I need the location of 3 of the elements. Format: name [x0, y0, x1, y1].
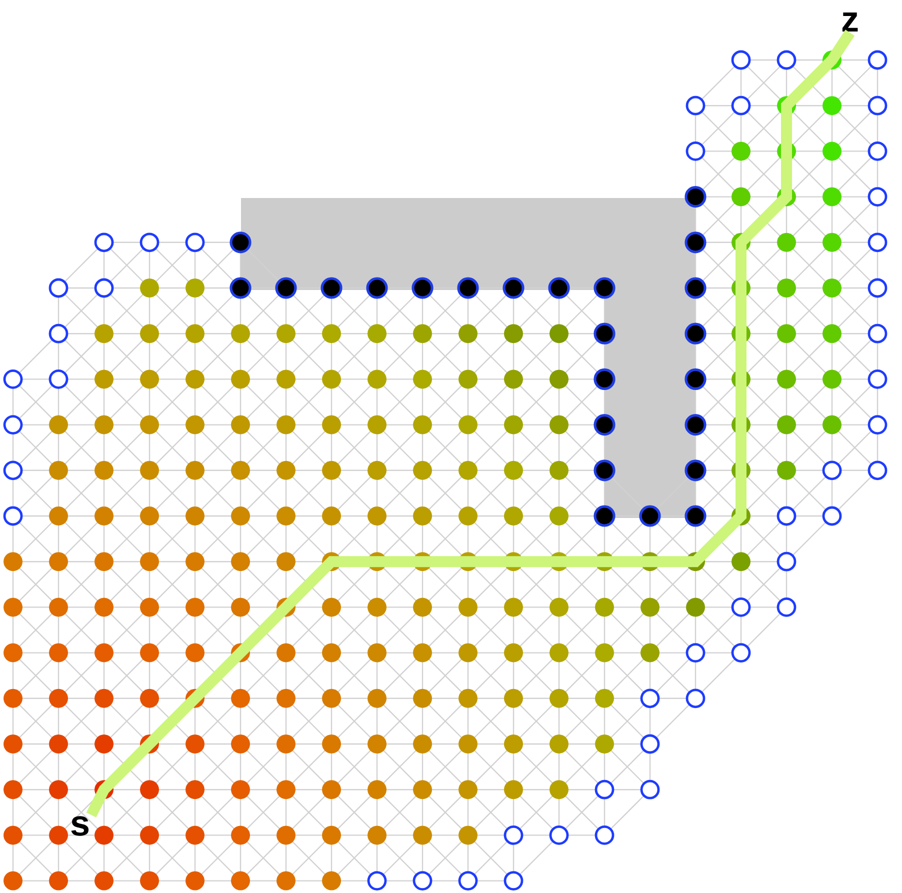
- point-label: z: [842, 12, 858, 32]
- path-line: [86, 30, 855, 818]
- point-label: s: [71, 816, 89, 836]
